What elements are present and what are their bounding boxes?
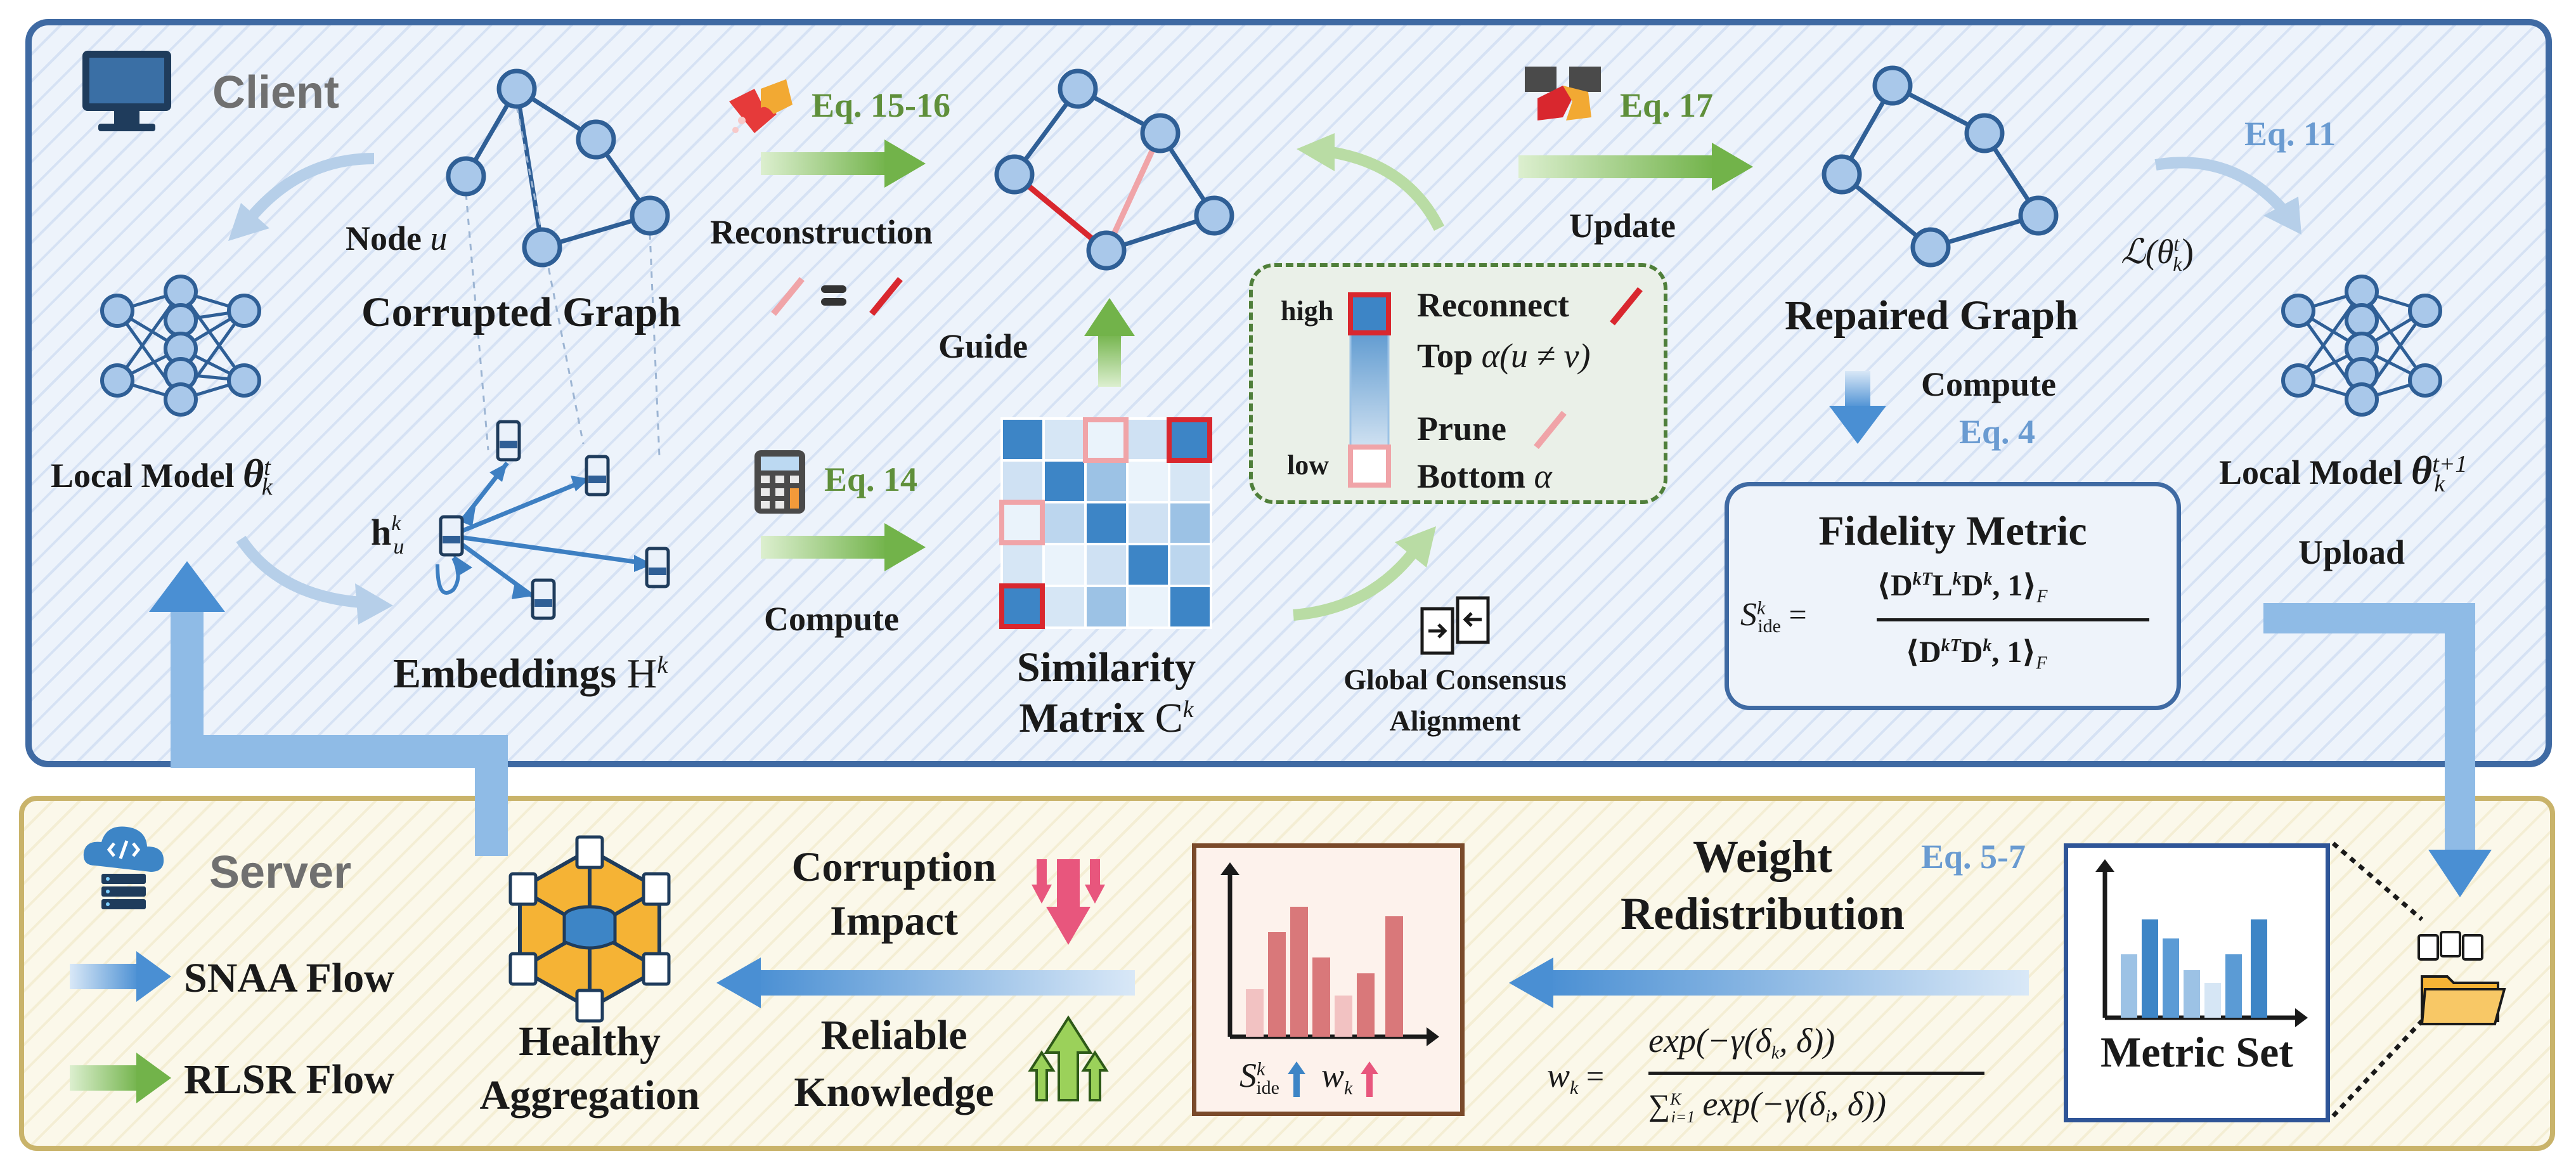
legend-snaa-label: SNAA Flow <box>184 955 394 1001</box>
computer-icon <box>82 51 171 131</box>
high-label: high <box>1281 295 1334 327</box>
compute-left-label: Compute <box>764 600 899 638</box>
eq-17: Eq. 17 <box>1620 86 1714 124</box>
prune-edge-icon <box>1534 410 1567 450</box>
guided-graph <box>994 68 1234 271</box>
repaired-graph <box>1822 65 2059 268</box>
arrow-update <box>1518 143 1753 191</box>
fidelity-numerator: ⟨DkTLkDk, 1⟩F <box>1877 569 2048 607</box>
chart-weight-labels: Skide wk <box>1239 1056 1379 1099</box>
matrix-label: Matrix Ck <box>1019 695 1194 741</box>
weight-label: Weight <box>1692 831 1832 882</box>
server-title: Server <box>209 847 352 898</box>
metric-set-label: Metric Set <box>2100 1028 2293 1076</box>
legend-snaa-arrow <box>70 951 171 1002</box>
curve-arrow-guide <box>1297 133 1445 231</box>
eq-11: Eq. 11 <box>2244 115 2336 153</box>
aggregation-label: Aggregation <box>479 1072 700 1119</box>
top-label: Top α(u ≠ v) <box>1417 337 1591 375</box>
fidelity-title: Fidelity Metric <box>1818 508 2087 554</box>
embeddings-label: Embeddings Hk <box>393 651 668 697</box>
database-icon <box>508 835 671 1023</box>
similarity-matrix <box>999 417 1212 629</box>
down-arrows-icon <box>1032 859 1105 945</box>
corrupted-graph-title: Corrupted Graph <box>361 289 682 335</box>
update-label: Update <box>1569 207 1676 245</box>
eq-4: Eq. 4 <box>1959 413 2036 451</box>
local-model-left-label: Local Model θtk <box>51 451 273 500</box>
reliable-label: Reliable <box>820 1012 968 1058</box>
local-model-right-label: Local Model θt+1k <box>2219 448 2468 497</box>
curve-arrow-embed <box>236 535 393 625</box>
weight-bar-chart <box>1220 862 1439 1046</box>
corrupted-graph <box>446 68 670 457</box>
upload-arrow <box>2263 603 2492 897</box>
reconnect-edge-icon <box>1610 287 1643 326</box>
legend-rlsr-arrow <box>70 1053 171 1103</box>
guide-label: Guide <box>938 327 1028 365</box>
low-label: low <box>1287 450 1329 481</box>
h-label: hku <box>371 512 405 559</box>
fidelity-lhs: Skide = <box>1740 597 1807 637</box>
reconnect-label: Reconnect <box>1417 286 1569 324</box>
compute-right-label: Compute <box>1921 365 2056 403</box>
eq-14: Eq. 14 <box>824 460 918 498</box>
alignment-label: Alignment <box>1389 704 1521 737</box>
fidelity-metric-box <box>1725 482 2181 710</box>
corruption-label: Corruption <box>791 844 997 890</box>
handshake-puzzle-icon <box>1525 67 1601 120</box>
puzzle-icon <box>729 79 793 133</box>
folder-icon <box>2331 841 2506 1118</box>
s-up-arrow-icon <box>1287 1061 1305 1098</box>
embeddings-diagram <box>436 420 670 620</box>
repaired-graph-title: Repaired Graph <box>1785 292 2078 339</box>
impact-label: Impact <box>830 898 958 944</box>
similarity-label: Similarity <box>1016 644 1196 691</box>
server-cloud-icon <box>83 826 164 909</box>
edge-update-box <box>1249 263 1667 504</box>
upload-label: Upload <box>2298 533 2405 571</box>
fidelity-denominator: ⟨DkTDk, 1⟩F <box>1905 635 2047 673</box>
healthy-label: Healthy <box>519 1018 661 1065</box>
weight-formula-denominator: ∑Ki=1 exp(−γ(δi, δ)) <box>1648 1085 1886 1127</box>
eq-15-16: Eq. 15-16 <box>812 86 951 124</box>
weight-formula-numerator: exp(−γ(δk, δ)) <box>1648 1022 1835 1063</box>
fidelity-fraction-bar <box>1877 618 2149 621</box>
arrow-to-weight <box>1509 957 2029 1008</box>
edge-equal-icon <box>771 276 903 316</box>
arrow-compute-down <box>1829 371 1886 444</box>
up-arrows-icon <box>1028 1015 1109 1101</box>
prune-label: Prune <box>1417 410 1506 448</box>
arrow-compute <box>761 523 926 571</box>
weight-formula-lhs: wk = <box>1547 1056 1605 1098</box>
curve-arrow-align <box>1293 526 1436 621</box>
legend-rlsr-label: RLSR Flow <box>184 1056 394 1103</box>
curve-arrow-left <box>228 153 375 241</box>
arrow-guide-up <box>1084 298 1135 387</box>
w-up-arrow-icon <box>1361 1061 1379 1098</box>
bottom-label: Bottom α <box>1417 457 1552 495</box>
calculator-icon <box>754 450 805 514</box>
eq-5-7: Eq. 5-7 <box>1921 838 2026 876</box>
client-title: Client <box>212 67 340 118</box>
arrow-reconstruction <box>761 140 926 188</box>
neural-network-right-icon <box>2281 275 2442 417</box>
align-icon <box>1420 596 1490 655</box>
global-consensus-label: Global Consensus <box>1343 663 1567 696</box>
reconstruction-label: Reconstruction <box>710 213 933 251</box>
arrow-to-aggregation <box>716 957 1135 1008</box>
score-bar <box>1348 292 1391 488</box>
neural-network-icon <box>100 275 261 417</box>
knowledge-label: Knowledge <box>794 1069 994 1115</box>
loss-label: ℒ(θtk) <box>2121 232 2194 276</box>
redistribution-label: Redistribution <box>1620 888 1905 939</box>
node-label: Node u <box>346 219 448 257</box>
curve-arrow-right <box>2154 157 2301 235</box>
weight-fraction-bar <box>1648 1072 1984 1075</box>
snaa-return-arrow <box>149 561 508 856</box>
metric-bar-chart <box>2095 859 2308 1027</box>
